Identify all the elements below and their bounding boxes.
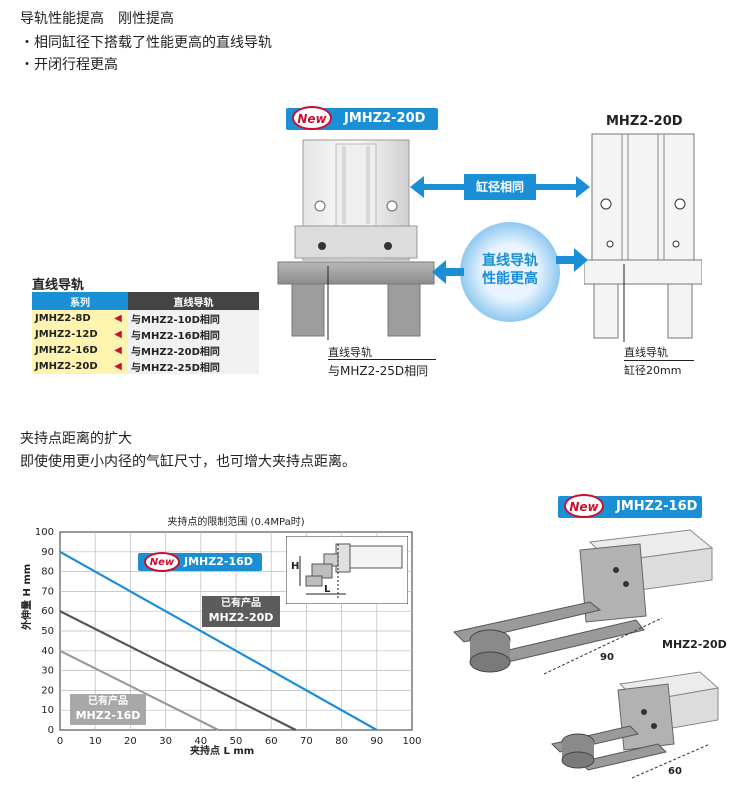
x-tick-label: 0	[57, 736, 63, 747]
y-tick-label: 20	[41, 685, 54, 696]
circle-text-1: 直线导轨	[482, 253, 538, 269]
left-arrow-icon: ◀	[108, 326, 128, 342]
y-tick-label: 10	[41, 705, 54, 716]
chart-title: 夹持点的限制范围 (0.4MPa时)	[167, 517, 305, 528]
new-badge: New	[144, 552, 180, 572]
right-caption-1: 直线导轨	[624, 346, 668, 359]
rail-table-title: 直线导轨	[32, 278, 85, 293]
lower-model-label: MHZ2-20D	[662, 638, 727, 651]
rail-series: JMHZ2-12D	[32, 326, 108, 342]
badge-model: JMHZ2-20D	[344, 111, 426, 126]
x-tick-label: 30	[159, 736, 172, 747]
mhz2-20d-gripper-image	[584, 133, 702, 342]
series-label-jmhz2-16d: New JMHZ2-16D	[138, 552, 262, 572]
performance-circle	[432, 222, 588, 322]
x-tick-label: 70	[300, 736, 313, 747]
badge-model: JMHZ2-16D	[616, 499, 698, 514]
y-tick-label: 100	[35, 527, 54, 538]
table-row: JMHZ2-16D ◀ 与MHZ2-20D相同	[32, 342, 259, 358]
rail-col-rail: 直线导轨	[128, 292, 259, 310]
section1-heading: 导轨性能提高 刚性提高	[20, 11, 174, 27]
new-badge: New	[564, 494, 604, 518]
bullet-1: ・相同缸径下搭载了性能更高的直线导轨	[20, 35, 272, 51]
y-tick-label: 60	[41, 606, 54, 617]
left-caption-2: 与MHZ2-25D相同	[328, 364, 429, 378]
series-label-mhz2-20d: 已有产品 MHZ2-20D	[202, 596, 280, 627]
table-row: JMHZ2-8D ◀ 与MHZ2-10D相同	[32, 310, 259, 326]
left-arrow-icon: ◀	[108, 358, 128, 374]
table-row: JMHZ2-20D ◀ 与MHZ2-25D相同	[32, 358, 259, 374]
jmhz2-20d-gripper-image	[277, 139, 435, 340]
x-tick-label: 100	[402, 736, 421, 747]
bullet-2: ・开闭行程更高	[20, 57, 118, 73]
table-row: JMHZ2-12D ◀ 与MHZ2-16D相同	[32, 326, 259, 342]
y-tick-label: 80	[41, 567, 54, 578]
x-tick-label: 10	[89, 736, 102, 747]
series-name: MHZ2-20D	[208, 611, 274, 624]
x-tick-label: 90	[370, 736, 383, 747]
new-badge: New	[292, 106, 332, 130]
x-tick-label: 20	[124, 736, 137, 747]
jmhz2-16d-badge: New JMHZ2-16D	[558, 494, 702, 518]
rail-series: JMHZ2-8D	[32, 310, 108, 326]
y-tick-label: 40	[41, 646, 54, 657]
rail-value: 与MHZ2-16D相同	[128, 326, 259, 342]
x-tick-label: 40	[194, 736, 207, 747]
y-tick-label: 90	[41, 547, 54, 558]
inset-l-label: L	[324, 584, 331, 595]
rail-col-series: 系列	[32, 292, 128, 310]
section2-text: 即使使用更小内径的气缸尺寸，也可增大夹持点距离。	[20, 454, 356, 470]
y-tick-label: 0	[48, 725, 54, 736]
y-tick-label: 30	[41, 666, 54, 677]
dim-upper: 90	[600, 652, 614, 663]
existing-product-tag: 已有产品	[88, 696, 128, 707]
rail-value: 与MHZ2-25D相同	[128, 358, 259, 374]
series-name: JMHZ2-16D	[184, 555, 253, 568]
series-name: MHZ2-16D	[75, 709, 141, 722]
inset-diagram	[286, 536, 408, 604]
rail-value: 与MHZ2-10D相同	[128, 310, 259, 326]
existing-product-tag: 已有产品	[221, 598, 261, 609]
left-caption-1: 直线导轨	[328, 346, 372, 359]
right-model-label: MHZ2-20D	[606, 114, 683, 129]
dim-lower: 60	[668, 766, 682, 777]
series-label-mhz2-16d: 已有产品 MHZ2-16D	[70, 694, 146, 725]
x-tick-label: 80	[335, 736, 348, 747]
series-line-mhz2-16d	[59, 649, 219, 731]
left-arrow-icon: ◀	[108, 342, 128, 358]
y-tick-label: 70	[41, 586, 54, 597]
inset-h-label: H	[291, 561, 300, 572]
series-line-jmhz2-16d	[59, 550, 378, 731]
x-tick-label: 60	[265, 736, 278, 747]
right-caption-rule	[624, 360, 694, 361]
left-arrow-icon: ◀	[108, 310, 128, 326]
rail-series: JMHZ2-16D	[32, 342, 108, 358]
section2-heading: 夹持点距离的扩大	[20, 431, 132, 447]
left-caption-rule	[328, 359, 436, 360]
y-tick-label: 50	[41, 626, 54, 637]
circle-text: 直线导轨 性能更高	[470, 252, 550, 288]
rail-table: 系列 直线导轨 JMHZ2-8D ◀ 与MHZ2-10D相同 JMHZ2-12D…	[32, 292, 259, 374]
same-bore-label: 缸径相同	[475, 180, 524, 194]
x-tick-label: 50	[230, 736, 243, 747]
mhz2-20d-iso-image	[551, 671, 720, 779]
rail-value: 与MHZ2-20D相同	[128, 342, 259, 358]
right-caption-2: 缸径20mm	[624, 364, 682, 377]
series-line-mhz2-20d	[59, 610, 297, 731]
chart-xlabel: 夹持点 L mm	[190, 746, 255, 757]
jmhz2-20d-badge: New JMHZ2-20D	[286, 106, 438, 130]
same-bore-arrow	[410, 174, 590, 200]
rail-series: JMHZ2-20D	[32, 358, 108, 374]
circle-text-2: 性能更高	[482, 271, 538, 287]
chart-ylabel: 外伸量 H mm	[22, 563, 33, 630]
jmhz2-16d-iso-image	[453, 529, 714, 675]
